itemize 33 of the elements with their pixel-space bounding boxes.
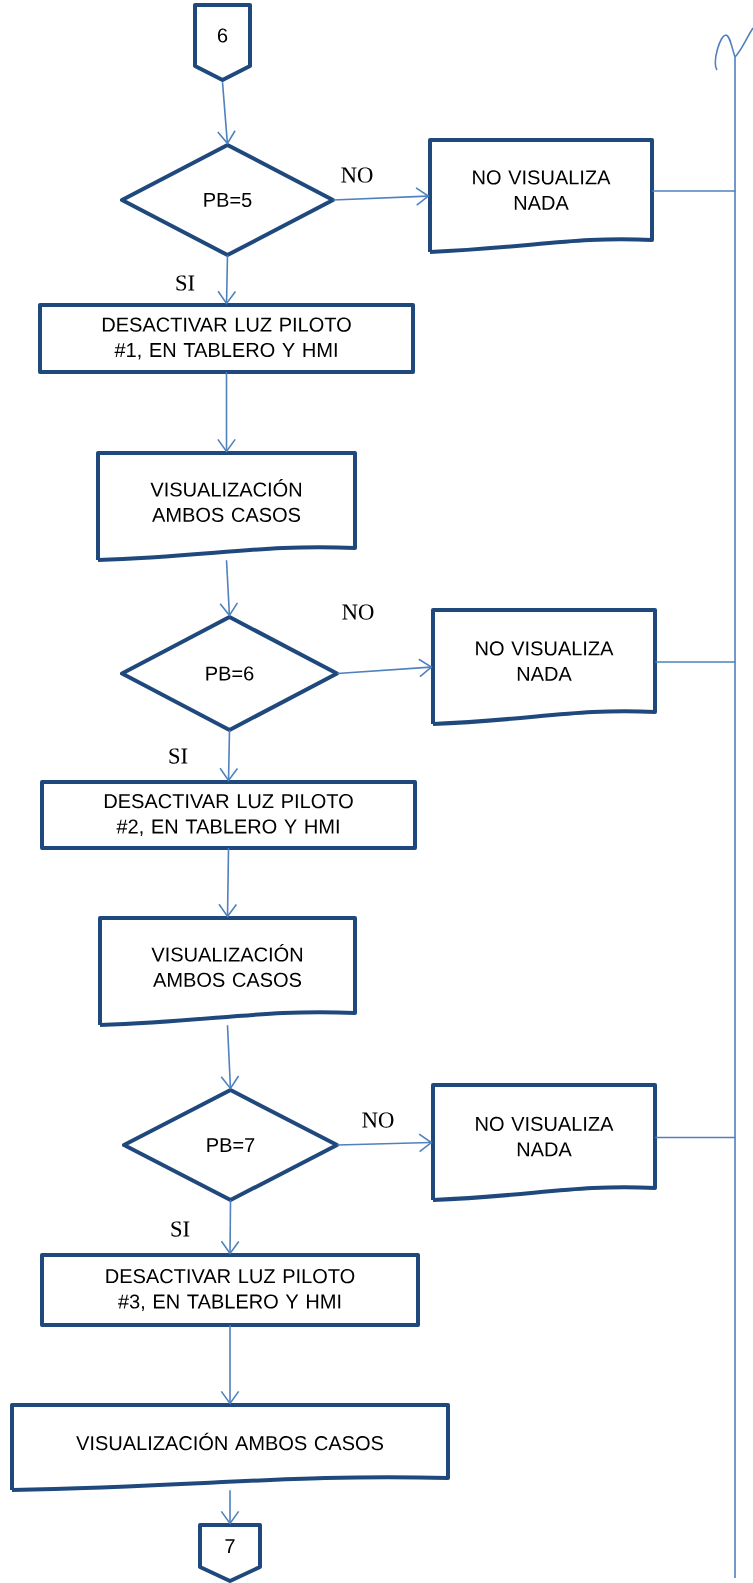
connector-line xyxy=(336,1133,433,1153)
connector-line xyxy=(332,187,430,206)
document-shape: NO VISUALIZA NADA xyxy=(431,1083,657,1202)
edge-label: NO xyxy=(342,604,374,620)
connector-line xyxy=(651,27,753,192)
process-box: DESACTIVAR LUZ PILOTO #3, EN TABLERO Y HMI xyxy=(40,1253,420,1327)
connector-line xyxy=(220,1199,240,1255)
document-shape: VISUALIZACIÓN AMBOS CASOS xyxy=(96,451,357,562)
connector-line xyxy=(219,559,239,617)
off-page-connector: 7 xyxy=(198,1523,262,1583)
connector-line xyxy=(220,1324,240,1405)
edge-label: SI xyxy=(171,1221,190,1237)
process-box: DESACTIVAR LUZ PILOTO #1, EN TABLERO Y HMI xyxy=(38,303,415,374)
connector-line xyxy=(217,371,236,453)
edge-label: SI xyxy=(169,748,188,764)
connector-line xyxy=(219,729,239,782)
document-shape: NO VISUALIZA NADA xyxy=(428,138,654,254)
connector-line xyxy=(654,661,736,1139)
document-shape: VISUALIZACIÓN AMBOS CASOS xyxy=(10,1403,450,1492)
process-box: DESACTIVAR LUZ PILOTO #2, EN TABLERO Y HMI xyxy=(40,780,417,850)
connector-line xyxy=(654,190,736,663)
connector-line xyxy=(336,658,433,678)
edge-label: SI xyxy=(176,275,195,291)
connector-line xyxy=(217,81,236,145)
connector-line xyxy=(220,1489,240,1525)
connector-line xyxy=(217,254,237,305)
off-page-connector: 6 xyxy=(193,3,252,82)
document-shape: VISUALIZACIÓN AMBOS CASOS xyxy=(98,916,357,1027)
connector-line xyxy=(220,1024,240,1090)
edge-label: NO xyxy=(362,1112,394,1128)
edge-label: NO xyxy=(341,167,373,183)
document-shape: NO VISUALIZA NADA xyxy=(431,608,657,726)
connector-line xyxy=(218,847,238,918)
